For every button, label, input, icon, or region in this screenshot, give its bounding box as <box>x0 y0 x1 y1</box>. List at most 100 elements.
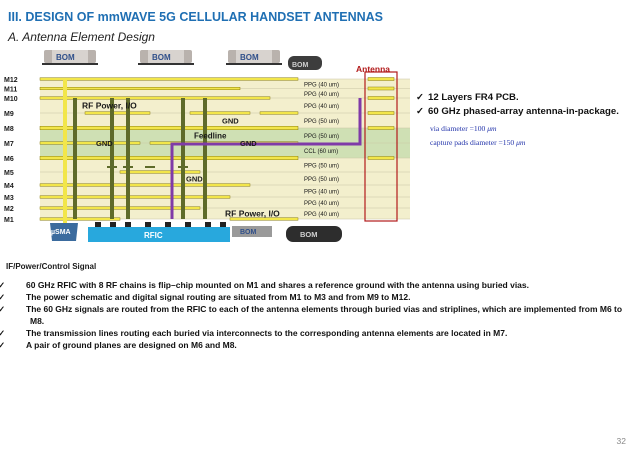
pad-unit: μm <box>516 138 526 147</box>
rfic-bump-2 <box>110 222 116 227</box>
antenna-patch-m11 <box>367 86 395 91</box>
check-icon: ✓ <box>416 106 425 117</box>
via-pad-4 <box>178 166 188 168</box>
layer-name-m12: M12 <box>4 77 18 84</box>
rfic-chip <box>88 227 230 242</box>
check-icon: ✓ <box>416 92 425 103</box>
layer-name-m9: M9 <box>4 111 14 118</box>
bullet-list: ✓60 GHz RFIC with 8 RF chains is flip–ch… <box>0 280 626 352</box>
rfic-bump-7 <box>205 222 211 227</box>
bom-top-2-pads <box>138 63 194 65</box>
feed-via-path <box>170 98 362 219</box>
bom-top-1-face <box>52 50 88 63</box>
trace-m4 <box>39 183 251 187</box>
layer-name-m8: M8 <box>4 126 14 133</box>
bullet-text: The transmission lines routing each buri… <box>26 327 508 338</box>
bom-top-4-body <box>288 56 322 70</box>
pad-diameter-text: capture pads diameter =150 <box>430 138 517 147</box>
spec-layers-text: 12 Layers FR4 PCB. <box>428 92 519 103</box>
via-diameter-note: via diameter =100 μm <box>430 124 497 133</box>
dielectric-label-m10: PPG (40 um) <box>304 104 339 110</box>
if-signal-label: IF/Power/Control Signal <box>6 262 96 271</box>
rfic-bump-3 <box>125 222 131 227</box>
dielectric-label-m12: PPG (40 um) <box>304 82 339 88</box>
rfic-bump-6 <box>185 222 191 227</box>
bom-top-1-pads <box>42 63 98 65</box>
feedline-label: Feedline <box>194 132 227 141</box>
bom-top-3-label: BOM <box>240 53 259 62</box>
via-pad-1 <box>107 166 117 168</box>
bullet-item: ✓ A pair of ground planes are designed on… <box>0 339 626 352</box>
dielectric-label-m11: PPG (40 um) <box>304 92 339 98</box>
antenna-patch-m10 <box>367 96 395 100</box>
antenna-patch-m8 <box>367 126 395 130</box>
spec-antenna-text: 60 GHz phased-array antenna-in-package. <box>428 106 619 117</box>
slide-subtitle: A. Antenna Element Design <box>8 30 155 44</box>
bullet-item: ✓60 GHz RFIC with 8 RF chains is flip–ch… <box>0 280 626 292</box>
signal-via-left <box>63 79 67 223</box>
trace-m3 <box>39 195 231 199</box>
dielectric-label-m4: PPG (40 um) <box>304 190 339 196</box>
rfic-bump-4 <box>145 222 151 227</box>
bom-top-2-face <box>148 50 184 63</box>
bom-bottom-2-body <box>286 226 342 242</box>
bom-top-2-label: BOM <box>152 53 171 62</box>
gnd-m9-label: GND <box>222 117 239 126</box>
usma-connector <box>50 223 78 241</box>
via-pad-3 <box>145 166 155 168</box>
spec-antenna: ✓60 GHz phased-array antenna-in-package. <box>416 106 619 117</box>
antenna-outline <box>364 71 398 222</box>
layer-name-m7: M7 <box>4 141 14 148</box>
bom-bottom-1-label: BOM <box>240 229 257 236</box>
gnd-via-5 <box>203 98 207 219</box>
gnd-m7-right-label: GND <box>240 139 257 148</box>
antenna-label: Antenna <box>356 64 390 74</box>
bullet-text: A pair of ground planes are designed on … <box>26 339 237 350</box>
bom-top-3-face <box>236 50 272 63</box>
trace-m1a <box>39 217 121 221</box>
trace-m9a <box>84 111 151 115</box>
check-icon: ✓ <box>0 304 6 315</box>
pad-diameter-note: capture pads diameter =150 μm <box>430 138 525 147</box>
trace-m10 <box>39 96 271 100</box>
trace-m2 <box>39 206 201 210</box>
via-diameter-text: via diameter =100 <box>430 124 488 133</box>
antenna-patch-m6 <box>367 156 395 160</box>
layer-name-m11: M11 <box>4 87 17 94</box>
rfic-bump-8 <box>220 222 226 227</box>
dielectric-label-m3: PPG (40 um) <box>304 201 339 207</box>
trace-m11 <box>39 87 241 90</box>
gnd-m7-left <box>39 141 141 145</box>
gnd-via-1 <box>73 98 77 219</box>
layer-name-m3: M3 <box>4 195 14 202</box>
dielectric-label-m5: PPG (50 um) <box>304 177 339 183</box>
trace-m1b <box>229 217 299 221</box>
via-pad-2 <box>123 166 133 168</box>
layer-name-m5: M5 <box>4 170 14 177</box>
usma-label: µSMA <box>51 229 71 236</box>
layer-name-m10: M10 <box>4 96 18 103</box>
bullet-item: ✓The 60 GHz signals are routed from the … <box>0 304 626 327</box>
bom-bottom-2-label: BOM <box>300 230 318 239</box>
trace-m9c <box>259 111 299 115</box>
bullet-item: ✓The power schematic and digital signal … <box>0 292 626 304</box>
bom-top-1-label: BOM <box>56 53 75 62</box>
slide-title: III. DESIGN OF mmWAVE 5G CELLULAR HANDSE… <box>8 10 384 24</box>
gnd-via-2 <box>110 98 114 219</box>
bullet-text: The power schematic and digital signal r… <box>26 292 411 303</box>
check-icon: ✓ <box>0 339 6 350</box>
bom-top-3-pads <box>226 63 282 65</box>
antenna-patch-m9 <box>367 111 395 115</box>
layer-name-m4: M4 <box>4 183 14 190</box>
dielectric-label-m2: PPG (40 um) <box>304 212 339 218</box>
rfic-label: RFIC <box>144 231 163 240</box>
trace-m9b <box>189 111 251 115</box>
dielectric-label-m6: PPG (50 um) <box>304 164 339 170</box>
bullet-item: ✓The transmission lines routing each bur… <box>0 327 626 340</box>
bom-top-4-label: BOM <box>292 62 309 69</box>
plane-m6 <box>39 156 299 160</box>
check-icon: ✓ <box>0 280 6 290</box>
dielectric-label-m7: CCL (60 um) <box>304 149 338 155</box>
page-number: 32 <box>616 436 626 446</box>
bom-bottom-1-body <box>232 226 272 237</box>
